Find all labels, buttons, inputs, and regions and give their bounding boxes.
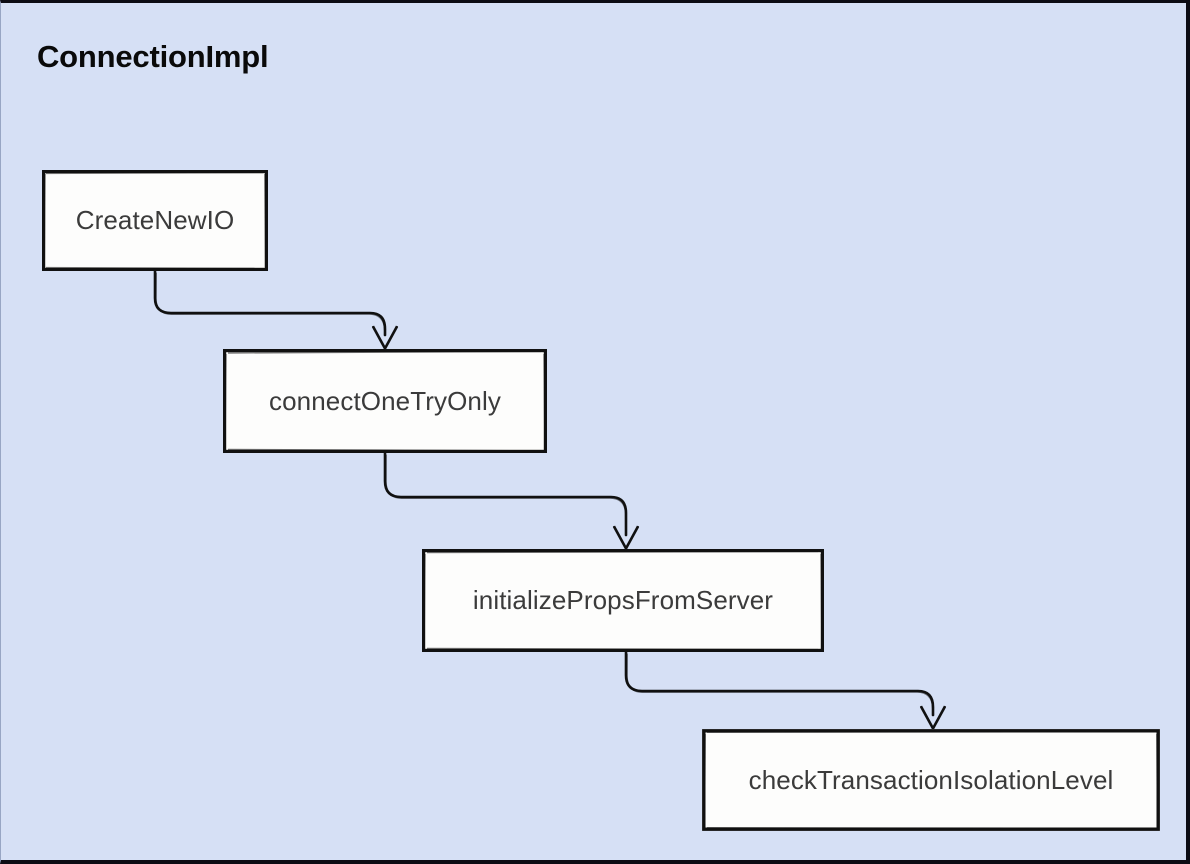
edge-connectone-to-initprops [383,451,640,551]
node-label: connectOneTryOnly [269,385,501,416]
node-label: initializePropsFromServer [472,585,774,615]
edge-initprops-to-checktxn [624,650,947,731]
node-label: checkTransactionIsolationLevel [748,764,1114,795]
node-label: CreateNewIO [75,205,235,235]
page-title: ConnectionImpl [37,39,269,74]
node-check-transaction-isolation-level[interactable]: checkTransactionIsolationLevel [702,729,1160,831]
edge-createnewio-to-connectone [153,269,399,351]
node-initialize-props-from-server[interactable]: initializePropsFromServer [422,549,824,652]
node-create-new-io[interactable]: CreateNewIO [42,170,268,271]
node-connect-one-try-only[interactable]: connectOneTryOnly [223,349,547,453]
